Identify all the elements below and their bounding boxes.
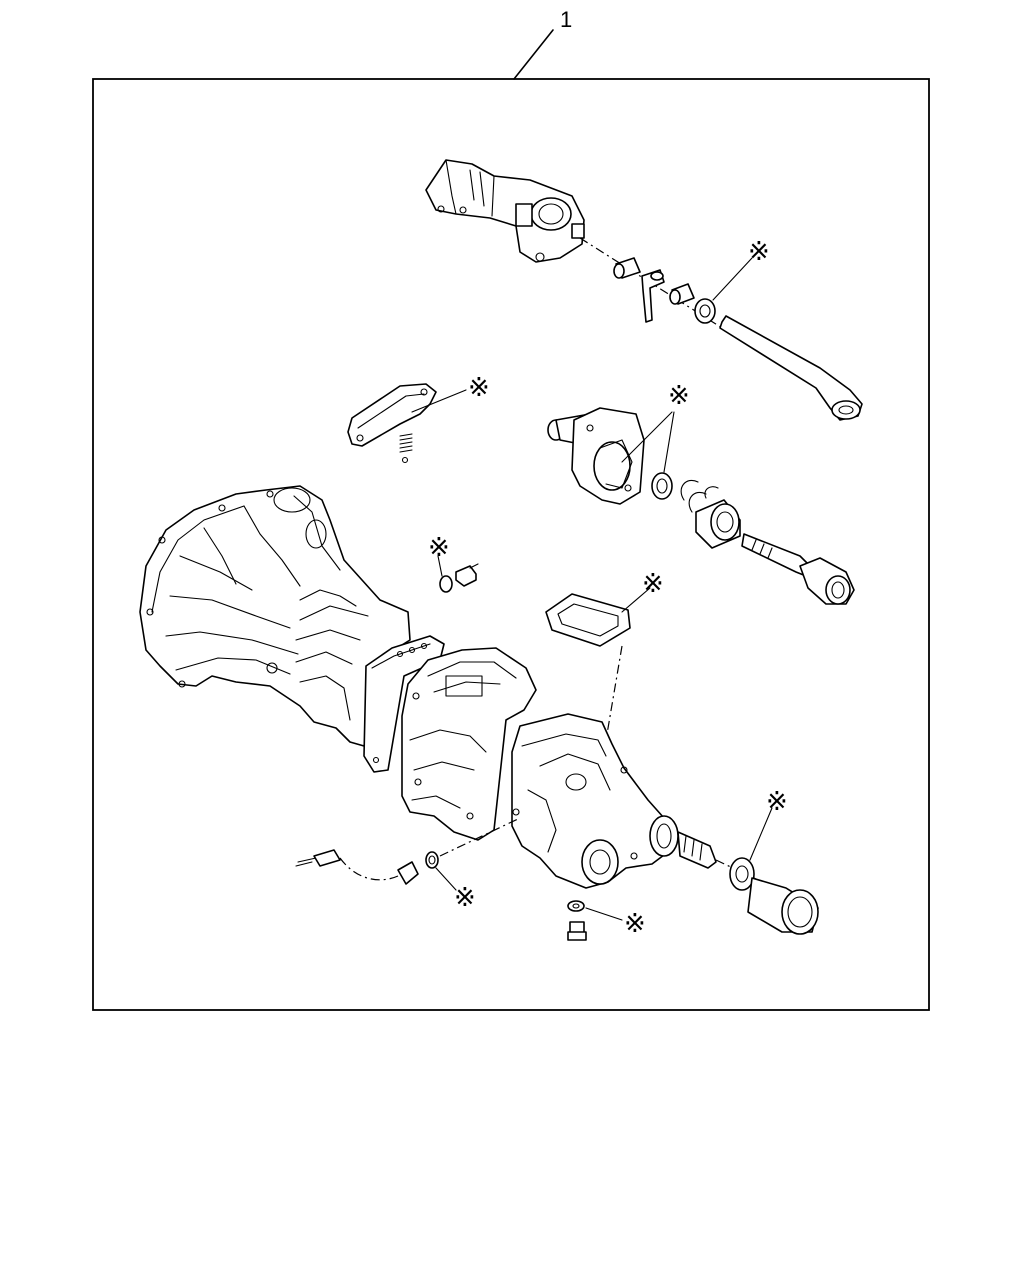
- callout-leader: [513, 29, 554, 80]
- callout-number: 1: [560, 7, 572, 32]
- bushing: [613, 257, 641, 279]
- bolt-leader: [585, 907, 623, 921]
- gasket-plate: [347, 383, 437, 447]
- cover-gasket: [545, 593, 631, 647]
- retainer-leader-2: [663, 411, 675, 473]
- washer-leader: [435, 867, 457, 891]
- rear-seal-marker: ※: [766, 787, 788, 817]
- output-shaft: [741, 533, 855, 605]
- shift-lever: [641, 269, 665, 323]
- snap-rings: [680, 480, 719, 513]
- gasket-leader: [411, 389, 467, 413]
- bolt: [567, 921, 587, 941]
- plug-marker: ※: [428, 533, 450, 563]
- sensor-washer: [425, 851, 439, 869]
- extension-housing: [511, 713, 679, 889]
- output-bearing: [695, 499, 741, 549]
- diagram-frame: [92, 78, 930, 1011]
- drain-plug: [439, 563, 479, 593]
- bolt-marker: ※: [624, 909, 646, 939]
- oil-seal: [694, 298, 716, 324]
- control-rod: [719, 315, 863, 421]
- cover-gasket-marker: ※: [642, 569, 664, 599]
- retainer-seal: [651, 472, 673, 500]
- washer-marker: ※: [454, 883, 476, 913]
- seal-leader: [712, 257, 753, 301]
- gasket-marker: ※: [468, 373, 490, 403]
- rear-bearing-retainer: [547, 407, 645, 505]
- cover-gasket-leader: [621, 587, 651, 613]
- dust-sleeve: [747, 877, 819, 935]
- retainer-leader-1: [621, 411, 673, 463]
- rear-oil-seal: [729, 857, 755, 891]
- extension-shaft: [677, 831, 717, 869]
- plug-leader: [437, 555, 443, 577]
- seal-marker: ※: [748, 237, 770, 267]
- bushing-2: [669, 283, 695, 305]
- speed-sensor: [295, 849, 419, 885]
- cover-gasket-axis: [605, 645, 623, 741]
- spring: [399, 433, 413, 464]
- shift-lever-housing: [425, 159, 585, 263]
- gear-housing: [401, 647, 537, 841]
- sensor-axis: [439, 817, 521, 857]
- retainer-marker: ※: [668, 381, 690, 411]
- bolt-washer: [567, 900, 585, 912]
- rear-seal-leader: [749, 807, 773, 861]
